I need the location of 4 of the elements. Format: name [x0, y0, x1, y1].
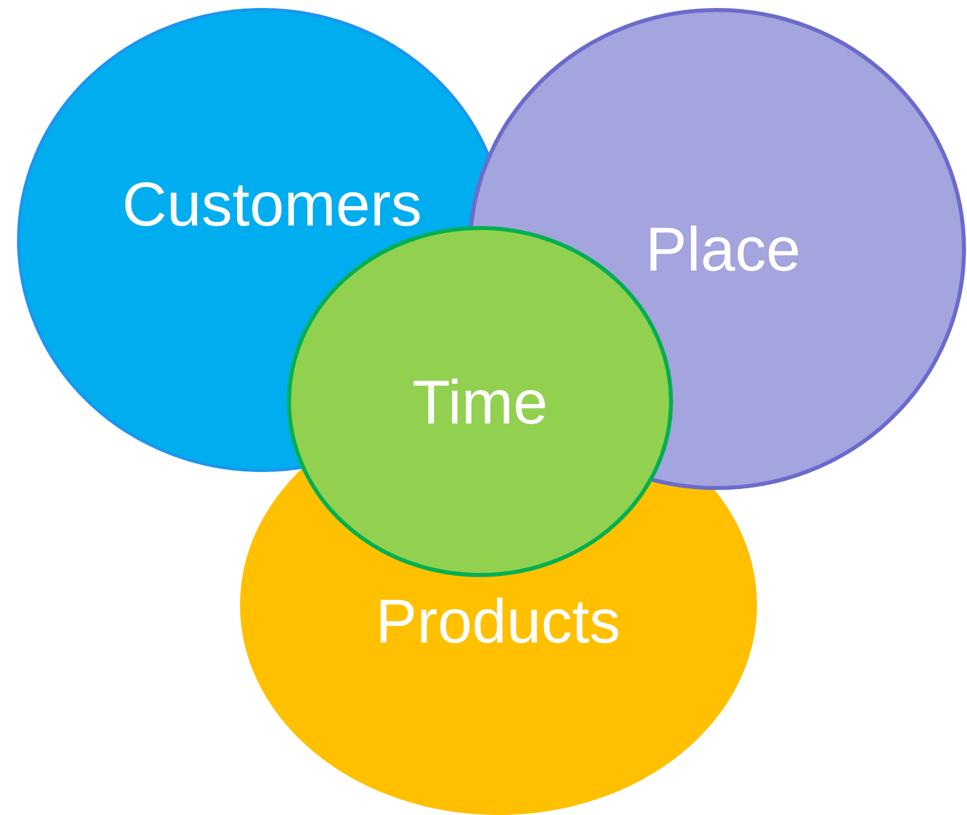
ellipse-label: Customers — [122, 170, 422, 240]
ellipse-label: Time — [412, 368, 548, 438]
ellipse-label: Products — [376, 586, 620, 658]
ellipse-label: Place — [645, 214, 801, 286]
